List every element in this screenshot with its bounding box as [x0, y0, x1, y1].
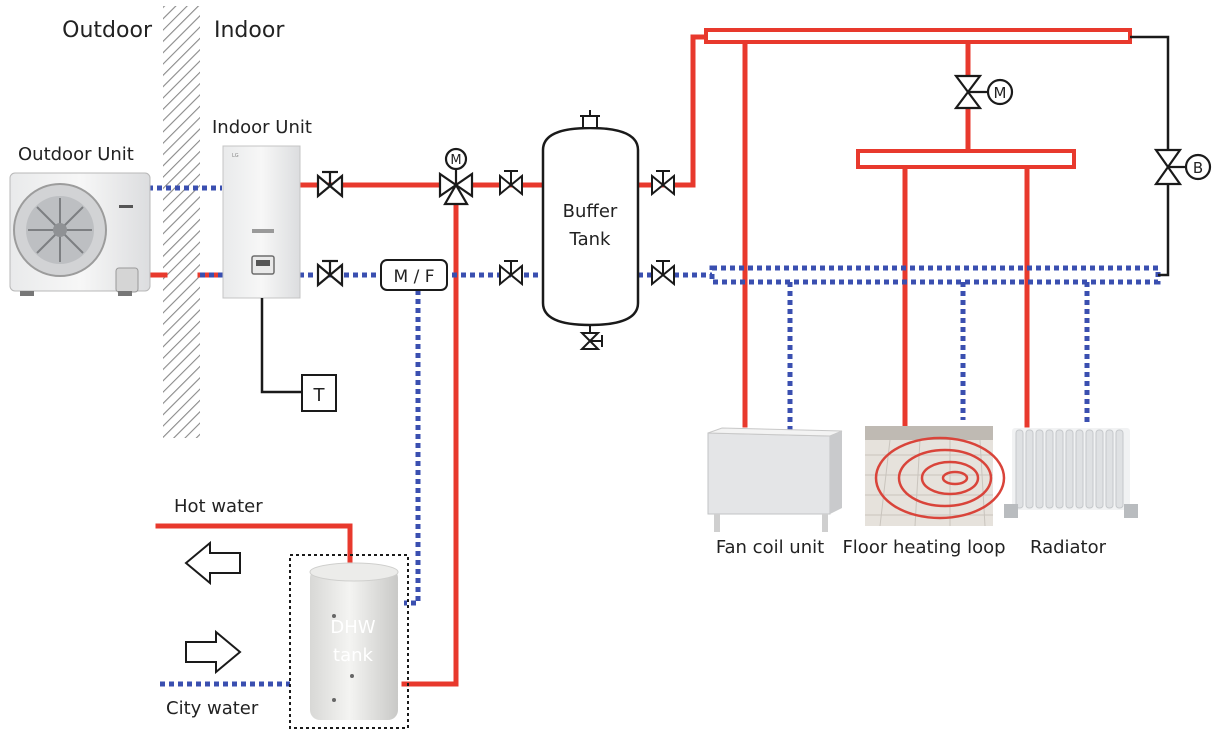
- thermostat-label: T: [313, 385, 326, 406]
- gate-valve-icon: [651, 260, 675, 287]
- three-way-valve-icon: [438, 147, 474, 206]
- floor-heating-loop: [865, 426, 1006, 527]
- mixing-valve-icon: [953, 74, 1014, 110]
- bypass-line: [1130, 35, 1170, 150]
- hot-water-label: Hot water: [174, 496, 263, 517]
- indoor-unit: LG: [222, 145, 301, 299]
- indoor-label: Indoor: [214, 18, 285, 43]
- radiator-label: Radiator: [1030, 537, 1107, 558]
- dhw-tank-label-2: tank: [333, 645, 373, 666]
- buffer-tank: [541, 110, 640, 350]
- mixing-valve-motor-label: M: [994, 84, 1007, 102]
- thermostat-box: [301, 374, 337, 412]
- fan-coil-unit: [707, 427, 843, 532]
- radiator: [1004, 428, 1138, 518]
- buffer-tank-label-1: Buffer: [563, 201, 618, 222]
- fan-coil-label: Fan coil unit: [716, 537, 824, 558]
- gate-valve-icon: [499, 260, 523, 287]
- bypass-valve-label: B: [1193, 159, 1203, 177]
- gate-valve-icon: [316, 259, 344, 288]
- outdoor-unit: [9, 172, 151, 296]
- outdoor-label: Outdoor: [62, 18, 153, 43]
- gate-valve-icon: [651, 170, 675, 197]
- buffer-tank-label-2: Tank: [569, 229, 611, 250]
- arrow-icon: [185, 629, 242, 675]
- supply-header: [704, 28, 1132, 44]
- city-water-label: City water: [166, 698, 259, 719]
- bypass-valve-icon: [1153, 148, 1212, 186]
- indoor-unit-label: Indoor Unit: [212, 117, 312, 138]
- mf-label: M / F: [394, 267, 435, 287]
- svg-text:LG: LG: [232, 153, 239, 159]
- drain-valve-icon: [579, 325, 603, 350]
- outdoor-unit-label: Outdoor Unit: [18, 144, 134, 165]
- mixing-header: [856, 149, 1076, 169]
- wall: [163, 6, 200, 438]
- gate-valve-icon: [499, 170, 523, 197]
- dhw-tank-frame: [289, 554, 409, 729]
- arrow-icon: [184, 540, 241, 586]
- floor-heating-label: Floor heating loop: [842, 537, 1005, 558]
- dhw-tank-label-1: DHW: [330, 617, 375, 638]
- three-way-valve-motor-label: M: [450, 153, 461, 168]
- mf-box[interactable]: [380, 259, 448, 291]
- gate-valve-icon: [316, 170, 344, 199]
- dhw-tank: [309, 562, 399, 720]
